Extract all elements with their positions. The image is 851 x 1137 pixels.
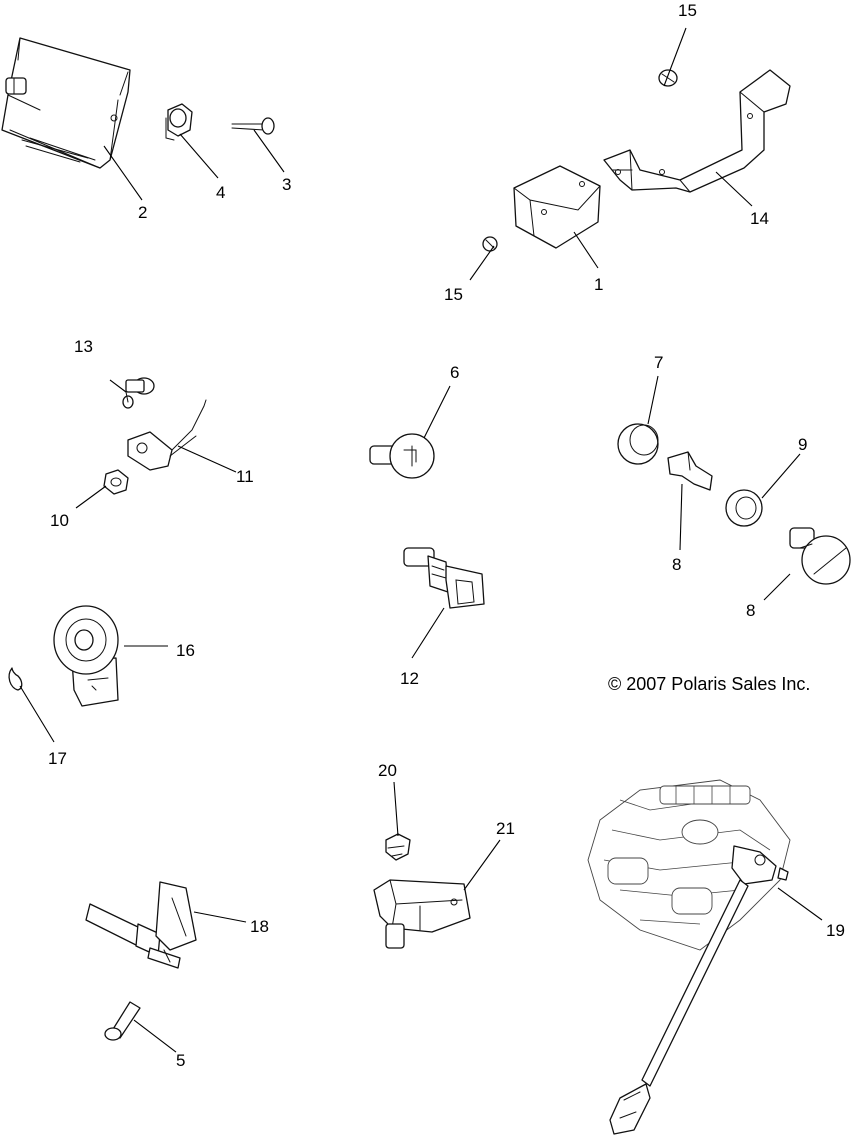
copyright-notice: © 2007 Polaris Sales Inc. [608,674,810,694]
callout-9: 9 [798,435,807,454]
callout-20: 20 [378,761,397,780]
part-19-tps-sensor [609,845,789,1135]
part-10-nut [103,469,129,495]
callout-15-lower: 15 [444,285,463,304]
callout-18: 18 [250,917,269,936]
part-2-ecu-module [1,37,131,169]
part-5-pin [104,1001,141,1041]
callout-12: 12 [400,669,419,688]
callout-10: 10 [50,511,69,530]
part-17-clip [8,667,23,691]
callout-8-middle: 8 [672,555,681,574]
part-4-clip [165,103,193,141]
callout-4: 4 [216,183,225,202]
callout-11: 11 [236,467,254,486]
callout-21: 21 [496,819,515,838]
part-3-pin [231,117,275,135]
callout-3: 3 [282,175,291,194]
callout-6: 6 [450,363,459,382]
part-9-washer [725,489,763,527]
part-19-engine-outline [587,779,791,951]
part-16-knock-sensor [53,605,119,707]
callout-2: 2 [138,203,147,222]
callout-7: 7 [654,353,663,372]
callout-13: 13 [74,337,93,356]
part-11-sensor [127,399,207,471]
callout-16: 16 [176,641,195,660]
callout-8-right: 8 [746,601,755,620]
callout-15-upper: 15 [678,1,697,20]
part-15-screw-upper [658,69,678,87]
callout-14: 14 [750,209,769,228]
part-21-map-sensor [373,879,471,949]
callout-1: 1 [594,275,603,294]
part-13-bolt [122,377,155,409]
part-20-bolt [385,833,411,861]
callout-17: 17 [48,749,67,768]
callout-labels: 2 4 3 15 14 15 1 13 11 10 6 7 9 8 8 12 1… [48,1,845,1070]
part-8-tab [667,451,713,491]
part-15-screw-lower [482,236,498,252]
leader-lines [19,27,823,1053]
callout-5: 5 [176,1051,185,1070]
part-7-cap [617,423,659,465]
part-18-crank-sensor [85,881,197,969]
part-8-sensor [789,527,851,585]
part-6-plug [369,433,435,479]
part-1-cover [513,165,601,249]
part-14-bracket [603,69,791,193]
callout-19: 19 [826,921,845,940]
part-12-sensor [403,547,485,609]
